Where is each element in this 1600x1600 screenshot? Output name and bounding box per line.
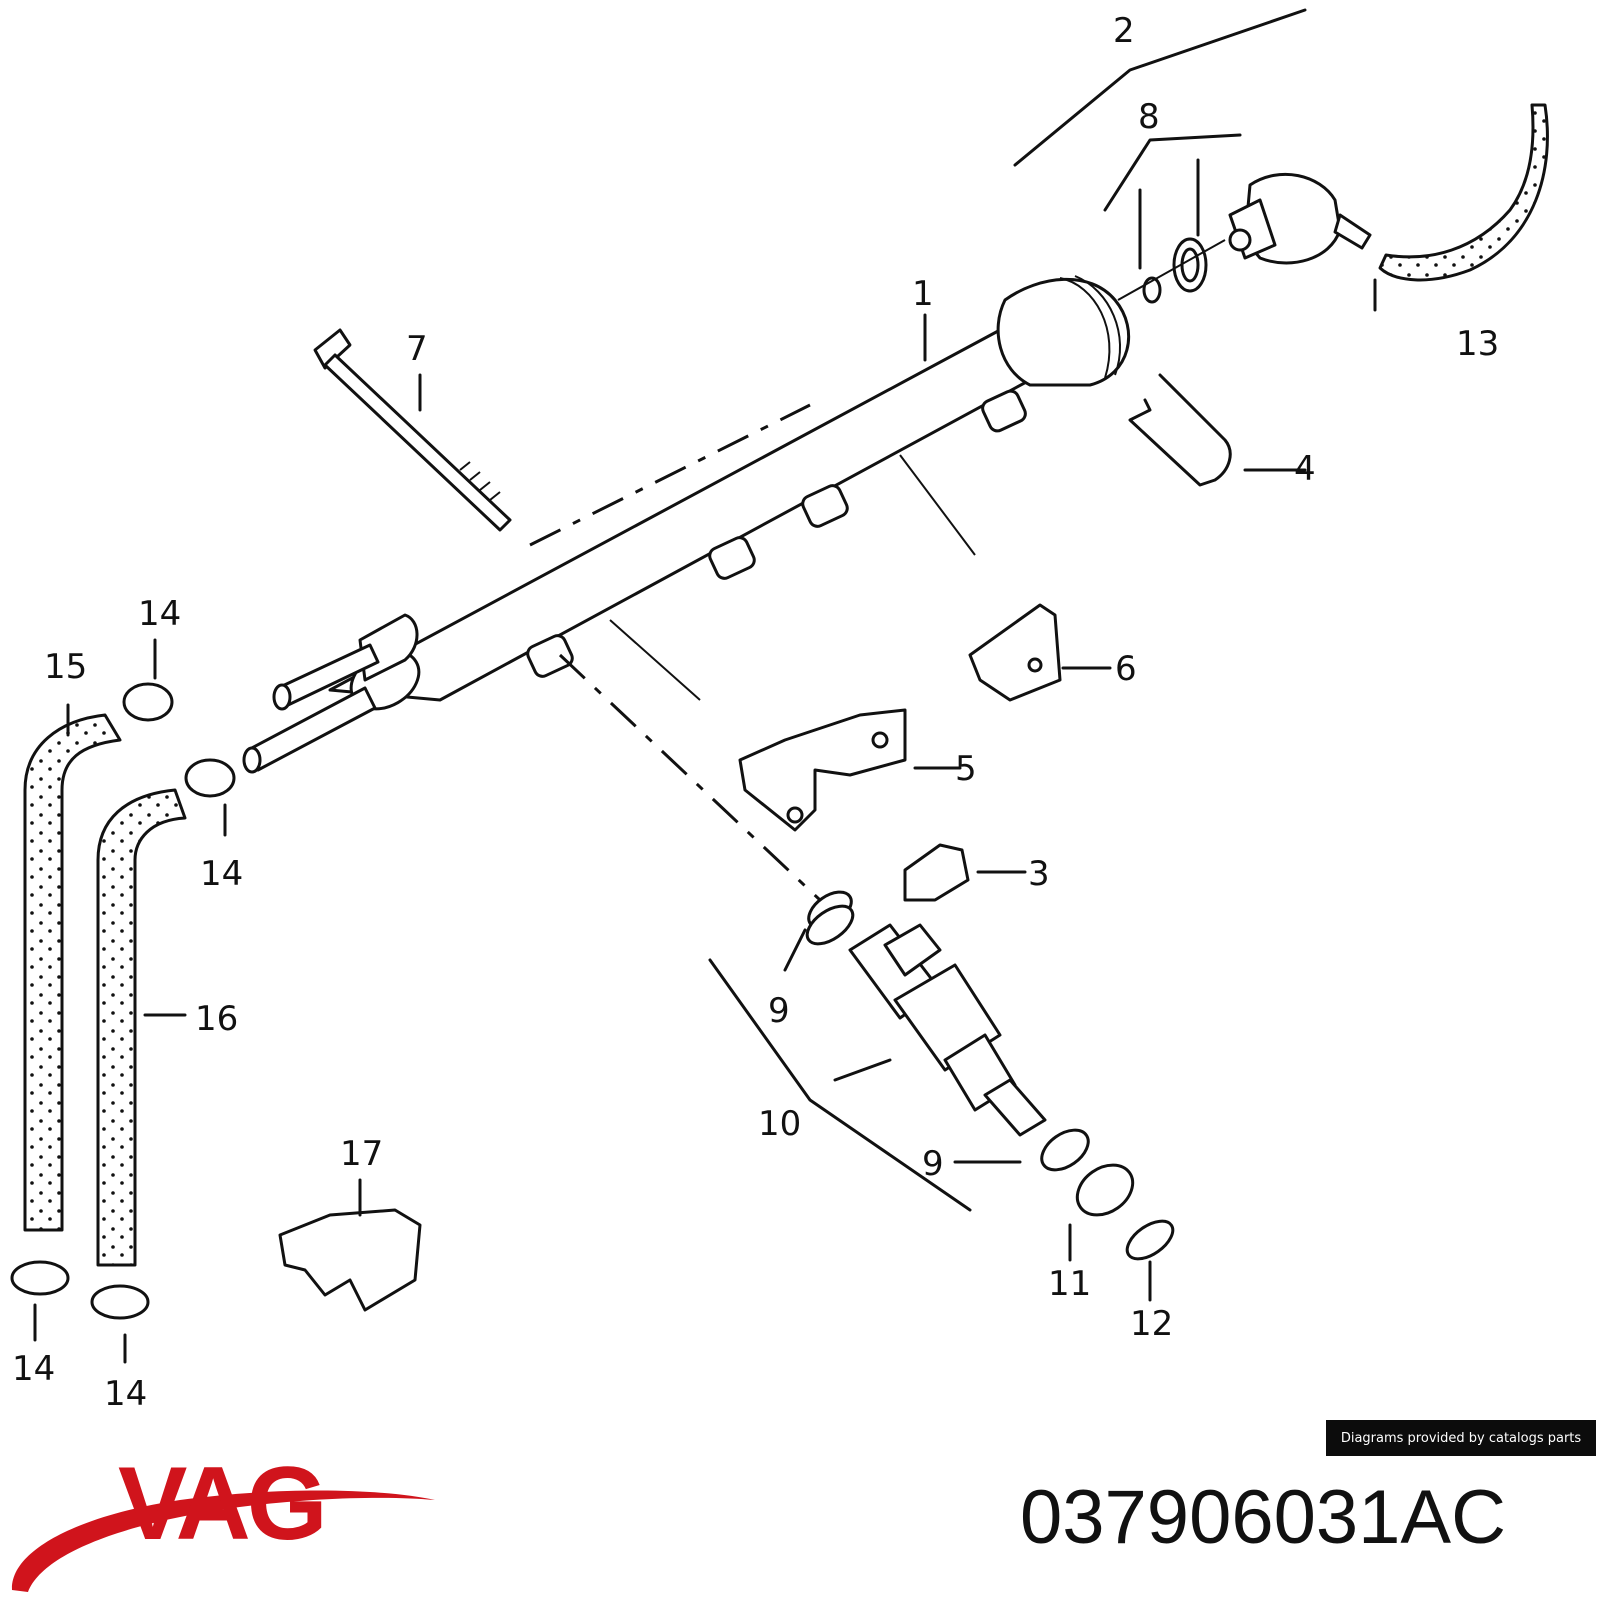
seal-ring (1075, 1163, 1135, 1217)
injector-clip (903, 843, 970, 902)
inlet-pipes (242, 643, 380, 774)
callout-3: 3 (1028, 854, 1050, 894)
hose-clamps (10, 682, 236, 1320)
hose-holder (278, 1208, 422, 1312)
callout-9-upper: 9 (768, 991, 790, 1031)
callout-11: 11 (1048, 1264, 1091, 1304)
callout-7: 7 (406, 329, 428, 369)
callout-14-bottom-right: 14 (104, 1374, 147, 1414)
centre-line-upper (529, 403, 811, 547)
callout-4: 4 (1294, 449, 1316, 489)
retaining-clip (1128, 373, 1232, 487)
o-ring-upper (805, 904, 855, 946)
callout-14-bottom-left: 14 (12, 1349, 55, 1389)
callout-9-lower: 9 (922, 1144, 944, 1184)
callout-12: 12 (1130, 1304, 1173, 1344)
bracket-5 (738, 708, 907, 832)
o-ring-lower (1040, 1128, 1090, 1172)
washer (1125, 1219, 1175, 1261)
brand-logo-text: VAG (118, 1446, 328, 1562)
callout-8: 8 (1138, 97, 1160, 137)
vag-logo-swoosh (11, 1490, 435, 1592)
callout-14-top: 14 (138, 594, 181, 634)
diagram-credit: Diagrams provided by catalogs parts (1326, 1420, 1596, 1456)
centre-line-injector (558, 653, 822, 902)
callout-6: 6 (1115, 649, 1137, 689)
fuel-rail (328, 275, 1131, 711)
callout-5: 5 (955, 749, 977, 789)
pressure-regulator (1117, 172, 1372, 304)
callout-2: 2 (1113, 11, 1135, 51)
callout-1: 1 (912, 274, 934, 314)
mounting-bolt (313, 328, 512, 532)
callout-14-mid: 14 (200, 854, 243, 894)
leader-lines (33, 8, 1377, 1364)
callout-13: 13 (1456, 324, 1499, 364)
callout-16: 16 (195, 999, 238, 1039)
callout-10: 10 (758, 1104, 801, 1144)
callout-17: 17 (340, 1134, 383, 1174)
bracket-6 (968, 603, 1062, 702)
part-number: 037906031AC (1020, 1475, 1506, 1560)
callout-15: 15 (44, 647, 87, 687)
